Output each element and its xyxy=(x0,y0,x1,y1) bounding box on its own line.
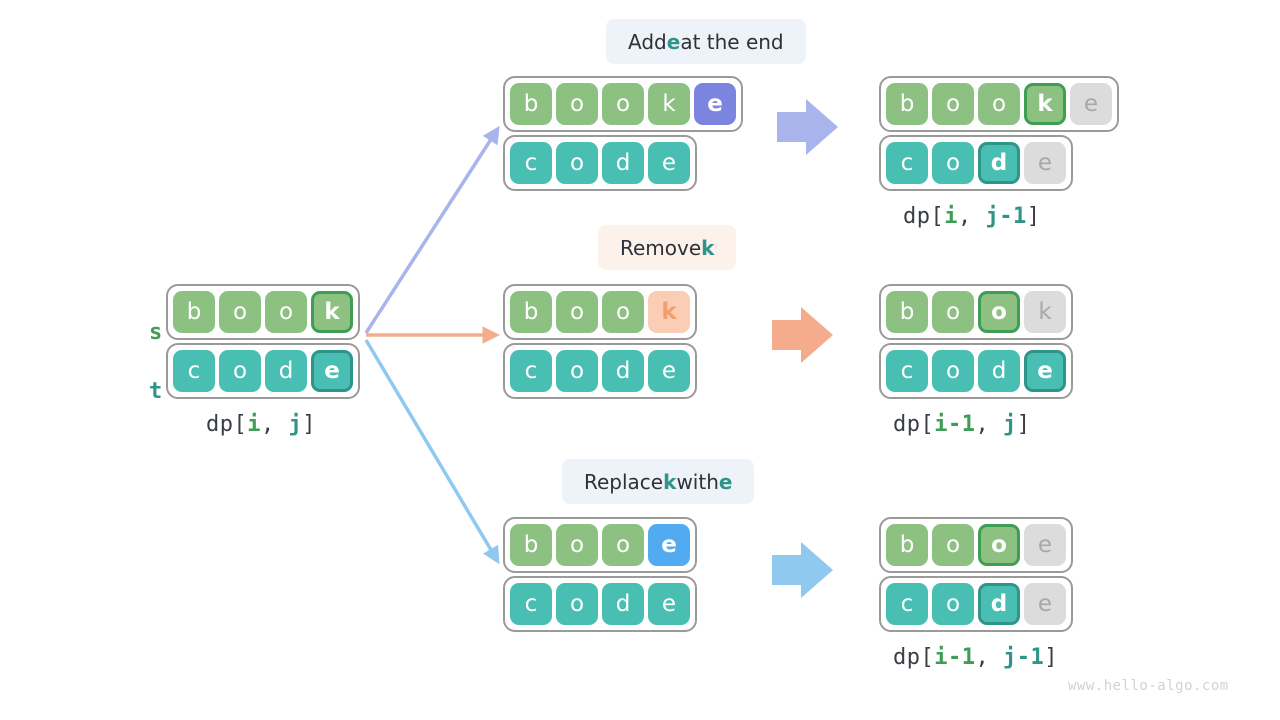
op-label-text: with xyxy=(676,469,719,494)
letter-cell: o xyxy=(556,583,598,625)
letter-cell: c xyxy=(886,350,928,392)
letter-cell: o xyxy=(556,291,598,333)
letter-cell: c xyxy=(886,583,928,625)
source-caption: dp[i, j] xyxy=(206,412,316,437)
connector-arrow-replace xyxy=(364,339,500,565)
op-label-highlight: k xyxy=(663,469,677,494)
letter-cell: b xyxy=(886,524,928,566)
op-label-highlight: e xyxy=(666,29,681,54)
letter-cell: e xyxy=(648,524,690,566)
letter-cell: b xyxy=(886,83,928,125)
letter-cell: o xyxy=(556,83,598,125)
letter-cell: e xyxy=(694,83,736,125)
letter-cell: e xyxy=(648,350,690,392)
op-label-highlight: k xyxy=(701,235,715,260)
letter-cell: e xyxy=(311,350,353,392)
letter-cell: e xyxy=(1024,142,1066,184)
letter-cell: b xyxy=(510,83,552,125)
letter-cell: b xyxy=(173,291,215,333)
op-label-add: Add e at the end xyxy=(606,19,806,64)
op-label-highlight: e xyxy=(718,469,733,494)
letter-cell: k xyxy=(311,291,353,333)
letter-cell: o xyxy=(556,524,598,566)
letter-cell: o xyxy=(978,83,1020,125)
op-label-text: Replace xyxy=(584,469,664,494)
letter-cell: o xyxy=(602,291,644,333)
letter-cell: o xyxy=(602,524,644,566)
letter-cell: e xyxy=(1024,583,1066,625)
letter-cell: o xyxy=(265,291,307,333)
letter-cell: e xyxy=(1070,83,1112,125)
letter-cell: o xyxy=(932,291,974,333)
letter-cell: k xyxy=(648,83,690,125)
letter-cell: o xyxy=(978,524,1020,566)
letter-cell: d xyxy=(978,350,1020,392)
letter-cell: b xyxy=(886,291,928,333)
letter-cell: c xyxy=(886,142,928,184)
letter-cell: c xyxy=(510,350,552,392)
letter-cell: c xyxy=(510,583,552,625)
letter-cell: b xyxy=(510,291,552,333)
letter-cell: d xyxy=(602,350,644,392)
replace-caption: dp[i-1, j-1] xyxy=(893,645,1058,670)
letter-cell: o xyxy=(978,291,1020,333)
add-caption: dp[i, j-1] xyxy=(903,204,1041,229)
letter-cell: e xyxy=(1024,350,1066,392)
result-arrow-replace xyxy=(772,542,833,598)
letter-cell: k xyxy=(1024,291,1066,333)
label-s-name: s xyxy=(148,320,163,345)
letter-cell: o xyxy=(932,583,974,625)
letter-cell: k xyxy=(648,291,690,333)
remove-caption: dp[i-1, j] xyxy=(893,412,1031,437)
letter-cell: d xyxy=(978,142,1020,184)
letter-cell: d xyxy=(602,583,644,625)
label-t-name: t xyxy=(148,379,163,404)
letter-cell: o xyxy=(932,83,974,125)
connector-arrow-add xyxy=(364,125,500,334)
letter-cell: d xyxy=(602,142,644,184)
letter-cell: b xyxy=(510,524,552,566)
result-arrow-add xyxy=(777,99,838,155)
watermark: www.hello-algo.com xyxy=(1068,678,1229,694)
op-label-text: at the end xyxy=(680,29,784,54)
letter-cell: e xyxy=(648,583,690,625)
letter-cell: k xyxy=(1024,83,1066,125)
letter-cell: o xyxy=(932,142,974,184)
letter-cell: d xyxy=(978,583,1020,625)
result-arrow-remove xyxy=(772,307,833,363)
letter-cell: c xyxy=(510,142,552,184)
letter-cell: o xyxy=(219,350,261,392)
letter-cell: e xyxy=(648,142,690,184)
letter-cell: o xyxy=(556,142,598,184)
letter-cell: o xyxy=(556,350,598,392)
op-label-replace: Replace k with e xyxy=(562,459,755,504)
letter-cell: o xyxy=(932,350,974,392)
letter-cell: c xyxy=(173,350,215,392)
letter-cell: e xyxy=(1024,524,1066,566)
letter-cell: o xyxy=(219,291,261,333)
op-label-text: Remove xyxy=(620,235,702,260)
letter-cell: o xyxy=(602,83,644,125)
letter-cell: d xyxy=(265,350,307,392)
op-label-text: Add xyxy=(628,29,667,54)
op-label-remove: Remove k xyxy=(598,225,737,270)
letter-cell: o xyxy=(932,524,974,566)
